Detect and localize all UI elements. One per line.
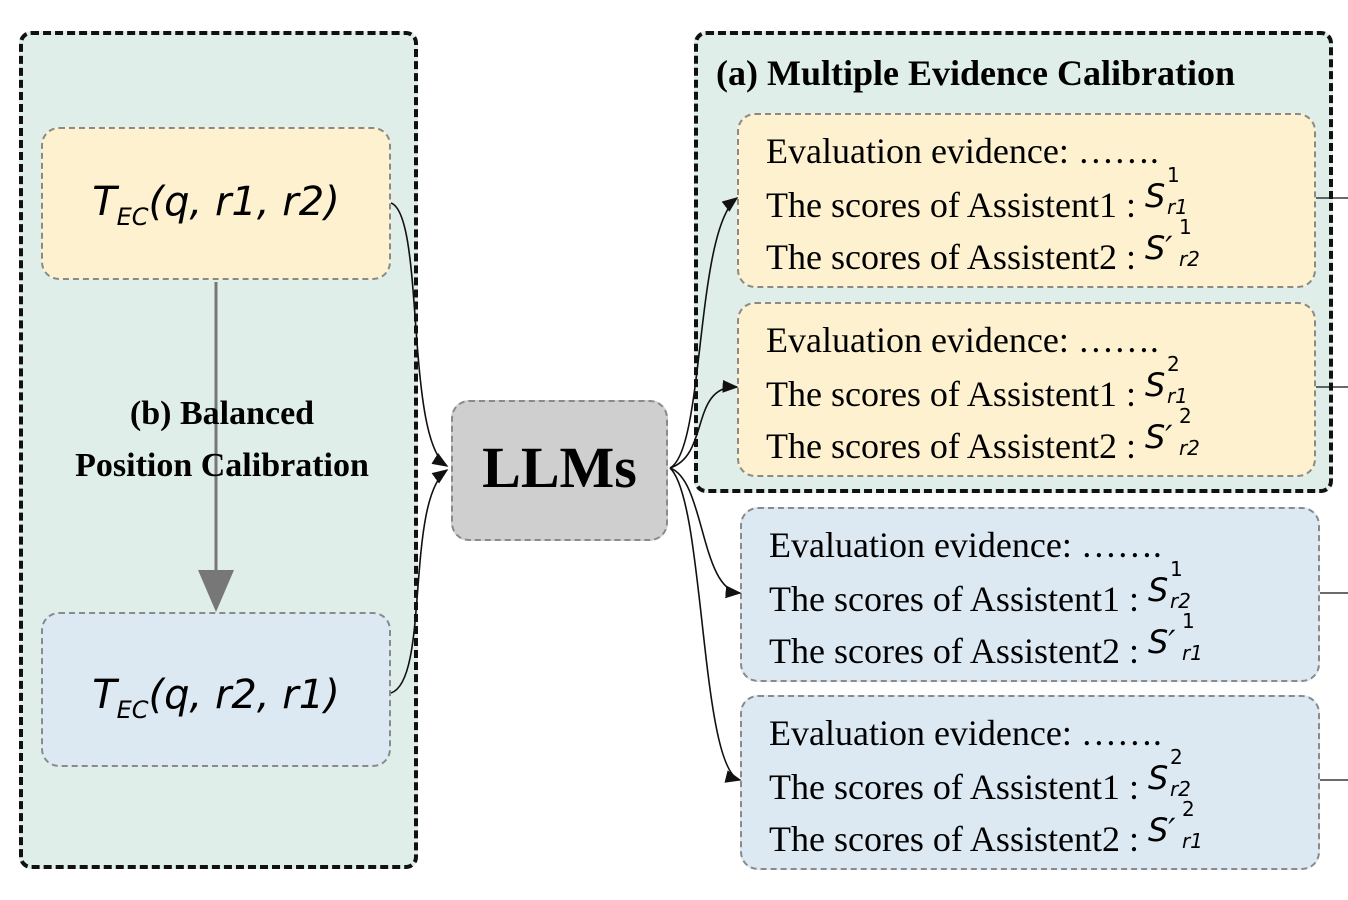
arrow-llm-to-evidence-2: [669, 380, 739, 469]
evidence-text: Evaluation evidence: …….: [766, 320, 1159, 360]
arrow-bottom-prompt-to-llm: [390, 469, 449, 694]
evidence-text: Evaluation evidence: …….: [769, 525, 1162, 565]
llm-node: LLMs: [451, 400, 668, 541]
evidence-text: Evaluation evidence: …….: [769, 713, 1162, 753]
assistant1-label: The scores of Assistent1 :: [766, 374, 1136, 414]
llm-label: LLMs: [482, 435, 637, 500]
arrow-llm-to-evidence-3: [669, 467, 742, 599]
panel-b-title-line1: (b) Balanced: [129, 395, 315, 432]
arrow-llm-to-evidence-1: [669, 197, 739, 469]
evidence-box-4: Evaluation evidence: …….The scores of As…: [740, 695, 1320, 870]
assistant2-label: The scores of Assistent2 :: [769, 819, 1139, 859]
assistant1-label: The scores of Assistent1 :: [769, 579, 1139, 619]
formula-tec-q-r1-r2: TEC(q, r1, r2): [92, 179, 340, 231]
assistant2-label: The scores of Assistent2 :: [766, 237, 1136, 277]
panel-a-title: (a) Multiple Evidence Calibration: [716, 53, 1235, 93]
arrow-llm-to-evidence-4: [669, 467, 742, 783]
assistant2-label: The scores of Assistent2 :: [766, 426, 1136, 466]
prompt-box-r1-r2: TEC(q, r1, r2): [41, 127, 391, 280]
evidence-text: Evaluation evidence: …….: [766, 131, 1159, 171]
panel-b-title-line2: Position Calibration: [75, 447, 369, 484]
panel-b-title: (b) Balanced Position Calibration: [22, 388, 422, 492]
assistant1-label: The scores of Assistent1 :: [769, 767, 1139, 807]
assistant2-label: The scores of Assistent2 :: [769, 631, 1139, 671]
evidence-box-1: Evaluation evidence: …….The scores of As…: [737, 113, 1316, 288]
prompt-box-r2-r1: TEC(q, r2, r1): [41, 612, 391, 767]
arrow-top-prompt-to-llm: [390, 202, 449, 467]
evidence-box-2: Evaluation evidence: …….The scores of As…: [737, 302, 1316, 477]
formula-tec-q-r2-r1: TEC(q, r2, r1): [92, 672, 340, 724]
evidence-box-3: Evaluation evidence: …….The scores of As…: [740, 507, 1320, 682]
assistant1-label: The scores of Assistent1 :: [766, 185, 1136, 225]
